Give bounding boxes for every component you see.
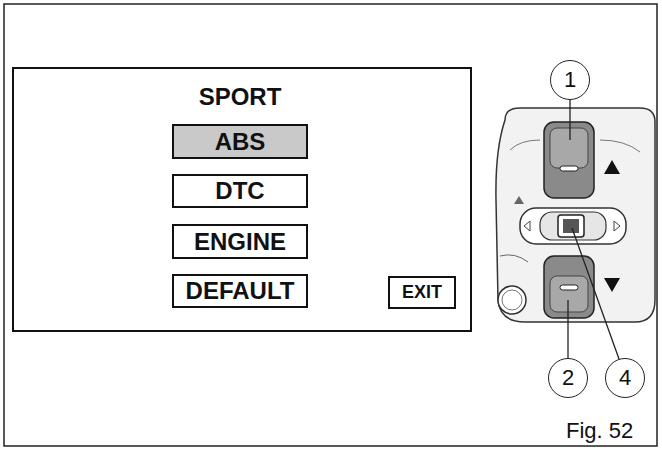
menu-label: ENGINE (194, 228, 286, 256)
menu-item: DEFAULT (172, 274, 308, 308)
callout-number: 1 (550, 60, 590, 100)
leader-line (569, 100, 570, 140)
leader-line (567, 300, 568, 358)
callout-label: 4 (619, 365, 631, 391)
callout-label: 2 (562, 365, 574, 391)
menu-title: SPORT (172, 83, 308, 111)
exit-button: EXIT (388, 276, 456, 309)
display-screen: SPORT ABS DTC ENGINE DEFAULT EXIT (12, 67, 472, 332)
menu-label: DEFAULT (186, 277, 295, 305)
menu-item: ENGINE (172, 224, 308, 259)
callout-number: 2 (548, 358, 588, 398)
menu-item: DTC (172, 174, 308, 208)
figure-frame (4, 4, 657, 446)
callout-number: 4 (605, 358, 645, 398)
menu-item: ABS (172, 124, 308, 159)
leader-line (572, 228, 619, 359)
callout-label: 1 (564, 67, 576, 93)
menu-label: EXIT (402, 282, 442, 303)
figure-caption: Fig. 52 (566, 418, 633, 444)
menu-label: ABS (215, 128, 266, 156)
menu-label: DTC (215, 177, 264, 205)
handlebar-switch (496, 108, 655, 322)
